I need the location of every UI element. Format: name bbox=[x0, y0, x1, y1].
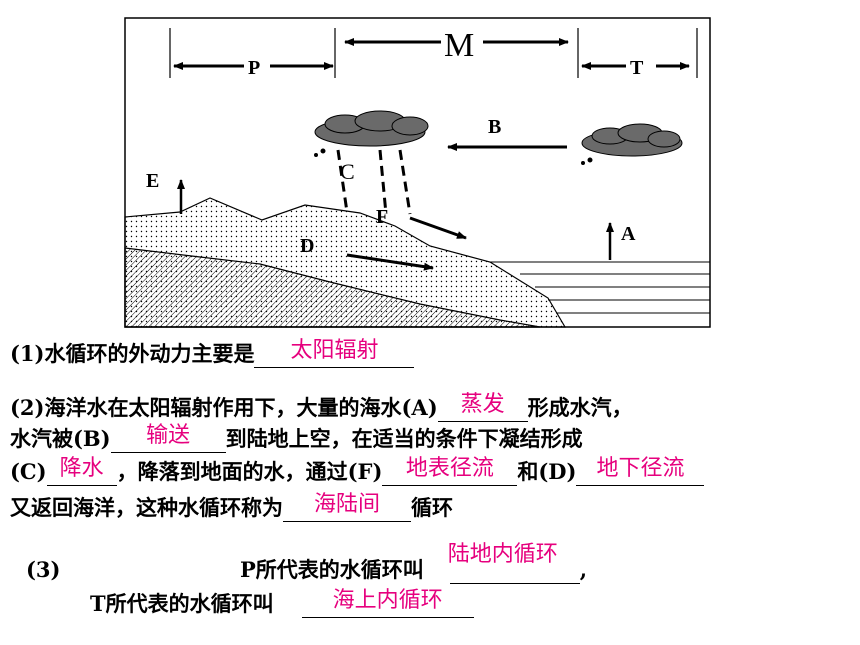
label-a: A bbox=[621, 223, 636, 245]
label-m: M bbox=[444, 27, 474, 64]
q3-blank-t: 海上内循环 bbox=[301, 588, 474, 618]
q3-blank-p: 陆地内循环 bbox=[448, 542, 580, 584]
q2-answer-c: 降水 bbox=[59, 456, 104, 481]
precipitation-lines bbox=[336, 149, 412, 215]
question-2-line-3: (C) 降水 ，降落到地面的水，通过(F) 地表径流和(D) 地下径流 bbox=[10, 456, 705, 486]
question-3-number: (3) bbox=[26, 556, 60, 584]
q2-answer-b: 输送 bbox=[146, 423, 191, 448]
q3-p-text: P所代表的水循环叫 bbox=[240, 557, 424, 582]
q2-blank-f: 地表径流 bbox=[382, 456, 518, 486]
q2-line2-post: 到陆地上空，在适当的条件下凝结形成 bbox=[225, 426, 583, 451]
q2-answer-cycle: 海陆间 bbox=[313, 492, 380, 517]
label-f: F bbox=[376, 206, 388, 228]
q2-answer-d: 地下径流 bbox=[596, 456, 685, 481]
label-p: P bbox=[248, 57, 260, 79]
q3-answer-p: 陆地内循环 bbox=[447, 542, 558, 567]
q2-line1-text: (2)海洋水在太阳辐射作用下，大量的海水(A) bbox=[10, 395, 438, 420]
q2-line2-text: 水汽被(B) bbox=[10, 426, 111, 451]
f-arrow bbox=[409, 216, 467, 240]
q2-answer-f: 地表径流 bbox=[405, 456, 494, 481]
q2-blank-b: 输送 bbox=[110, 423, 226, 453]
q2-blank-cycle: 海陆间 bbox=[283, 492, 411, 522]
q2-line3-text: (C) bbox=[10, 459, 47, 484]
ocean bbox=[490, 261, 710, 314]
q2-line4-text: 又返回海洋，这种水循环称为 bbox=[10, 495, 283, 520]
question-3-p: P所代表的水循环叫陆地内循环, bbox=[240, 542, 588, 584]
label-c: C bbox=[340, 159, 355, 184]
q3-p-comma: , bbox=[579, 557, 588, 582]
q2-line3-and: 和(D) bbox=[517, 459, 577, 484]
label-d: D bbox=[300, 235, 314, 257]
q3-t-text: T所代表的水循环叫 bbox=[90, 591, 274, 616]
cloud-left bbox=[314, 110, 429, 157]
label-b: B bbox=[488, 116, 501, 138]
d-arrow bbox=[346, 253, 434, 271]
q2-blank-a: 蒸发 bbox=[437, 392, 528, 422]
q1-blank: 太阳辐射 bbox=[254, 338, 415, 368]
water-cycle-diagram: P M T B C E F D A bbox=[124, 17, 711, 328]
question-1: (1)水循环的外动力主要是 太阳辐射 bbox=[10, 338, 415, 368]
q2-blank-c: 降水 bbox=[46, 456, 117, 486]
q1-answer: 太阳辐射 bbox=[290, 338, 379, 363]
question-2-line-4: 又返回海洋，这种水循环称为 海陆间 循环 bbox=[10, 492, 453, 522]
question-3-t: T所代表的水循环叫 海上内循环 bbox=[90, 588, 474, 618]
q3-answer-t: 海上内循环 bbox=[332, 588, 443, 613]
rock-layer bbox=[124, 247, 541, 328]
q2-line1-post: 形成水汽， bbox=[527, 395, 633, 420]
q2-line4-post: 循环 bbox=[411, 495, 453, 520]
q2-blank-d: 地下径流 bbox=[576, 456, 705, 486]
question-2-line-2: 水汽被(B) 输送 到陆地上空，在适当的条件下凝结形成 bbox=[10, 423, 583, 453]
label-e: E bbox=[146, 170, 159, 192]
q2-answer-a: 蒸发 bbox=[460, 392, 505, 417]
label-t: T bbox=[630, 57, 644, 79]
q3-number: (3) bbox=[26, 557, 61, 582]
cloud-right bbox=[581, 123, 683, 165]
range-dividers bbox=[169, 28, 698, 78]
q2-line3-mid: ，降落到地面的水，通过(F) bbox=[116, 459, 383, 484]
question-2-line-1: (2)海洋水在太阳辐射作用下，大量的海水(A) 蒸发形成水汽， bbox=[10, 392, 633, 422]
q1-text: (1)水循环的外动力主要是 bbox=[10, 341, 255, 366]
